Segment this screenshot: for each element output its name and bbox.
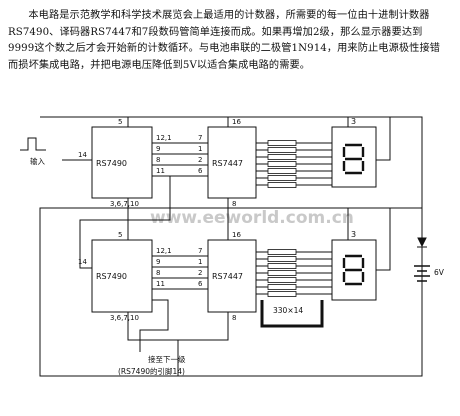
watermark: www.eeworld.com.cn [150,208,354,228]
stage2-digit [342,254,365,286]
svg-text:7: 7 [198,134,202,142]
svg-text:3: 3 [351,230,356,239]
svg-text:2: 2 [198,269,202,277]
stage2-counter-chip [91,239,153,313]
svg-text:3,6,7,10: 3,6,7,10 [110,200,139,208]
svg-text:1: 1 [198,145,202,153]
svg-text:12,1: 12,1 [156,134,172,142]
stage1-display [331,126,377,188]
svg-text:8: 8 [156,156,160,164]
svg-text:8: 8 [156,269,160,277]
svg-text:6: 6 [198,280,203,288]
svg-text:3: 3 [351,117,356,126]
svg-text:16: 16 [232,118,241,126]
svg-text:3,6,7,10: 3,6,7,10 [110,314,139,322]
resistor-label: 330×14 [273,306,303,315]
description-paragraph: 本电路是示范教学和科学技术展览会上最适用的计数器，所需要的每一位由十进制计数器R… [8,10,441,71]
svg-text:2: 2 [198,156,202,164]
svg-text:1: 1 [198,258,202,266]
stage2-decoder-name: RS7447 [212,272,243,281]
stage1-counter-chip [91,126,153,199]
stage1-counter-name: RS7490 [96,159,127,168]
stage2-decoder-chip [207,239,257,313]
svg-text:6: 6 [198,167,203,175]
svg-text:8: 8 [232,200,236,208]
svg-text:9: 9 [156,258,160,266]
svg-text:12,1: 12,1 [156,247,172,255]
input-label: 输入 [30,156,45,166]
svg-text:8: 8 [232,314,236,322]
svg-text:14: 14 [78,258,87,266]
svg-text:14: 14 [78,151,87,159]
stage1-digit [342,143,365,175]
stage1-decoder-chip [207,126,257,199]
svg-text:5: 5 [118,118,122,126]
diode-symbol [417,237,427,248]
svg-text:7: 7 [198,247,202,255]
svg-text:11: 11 [156,280,165,288]
svg-text:16: 16 [232,231,241,239]
battery-symbol [414,265,430,282]
svg-text:11: 11 [156,167,165,175]
stage2-counter-name: RS7490 [96,272,127,281]
battery-label: 6V [434,268,445,277]
note-line1: 接至下一级 [148,354,186,364]
svg-text:9: 9 [156,145,160,153]
svg-text:5: 5 [118,231,122,239]
note-line2: (RS7490的引脚14) [118,366,185,376]
stage1-decoder-name: RS7447 [212,159,243,168]
